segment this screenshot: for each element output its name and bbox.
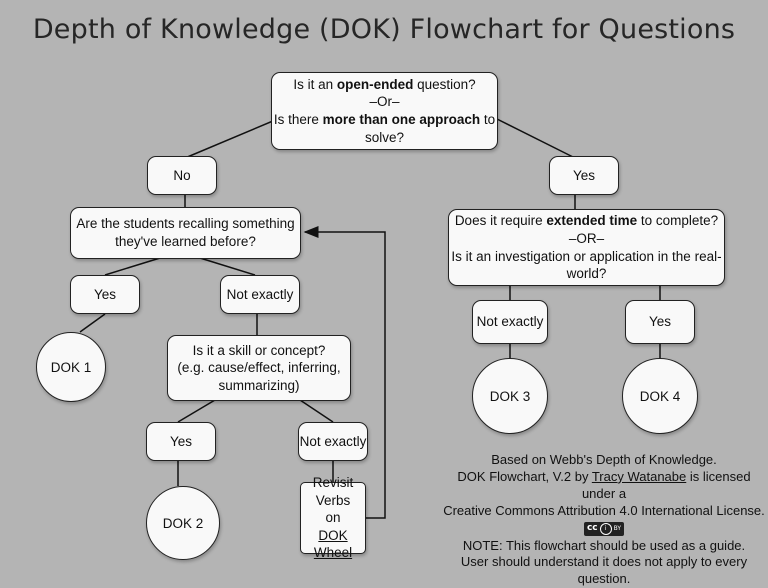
recall-question-box: Are the students recalling something the…	[70, 207, 301, 259]
recall-line-2: they've learned before?	[115, 234, 256, 249]
open-ended-line-3: Is there more than one approach to solve…	[273, 112, 496, 145]
skill-yes-box: Yes	[146, 422, 216, 461]
extended-line-3: Is it an investigation or application in…	[451, 248, 722, 282]
skill-not-exactly-box: Not exactly	[298, 422, 368, 461]
dok2-circle: DOK 2	[146, 486, 220, 560]
recall-line-1: Are the students recalling something	[76, 216, 295, 232]
skill-line-1: Is it a skill or concept?	[192, 342, 326, 358]
extended-time-question-box: Does it require extended time to complet…	[448, 209, 725, 286]
attribution-line-1: Based on Webb's Depth of Knowledge.	[491, 452, 717, 467]
dok3-circle: DOK 3	[472, 358, 548, 434]
revisit-verbs-box: Revisit Verbs on DOK Wheel	[300, 475, 366, 560]
note-line-2: User should understand it does not apply…	[460, 554, 748, 587]
attribution-block: Based on Webb's Depth of Knowledge. DOK …	[440, 452, 768, 588]
note-line-1: NOTE: This flowchart should be used as a…	[462, 537, 746, 553]
dok1-circle: DOK 1	[36, 332, 106, 402]
dok-wheel-link[interactable]: DOK Wheel	[313, 527, 353, 561]
extended-not-exactly-box: Not exactly	[472, 300, 548, 344]
skill-line-2: (e.g. cause/effect, inferring,	[177, 360, 341, 376]
open-ended-question-box: Is it an open-ended question? –Or– Is th…	[271, 72, 498, 150]
extended-line-1: Does it require extended time to complet…	[454, 213, 719, 229]
attribution-line-2: DOK Flowchart, V.2 by Tracy Watanabe is …	[457, 468, 751, 501]
recall-not-exactly-box: Not exactly	[220, 275, 300, 314]
dok4-circle: DOK 4	[622, 358, 698, 434]
author-link[interactable]: Tracy Watanabe	[591, 468, 687, 484]
extended-yes-box: Yes	[625, 300, 695, 344]
open-ended-line-1: Is it an open-ended question?	[293, 76, 476, 92]
skill-question-box: Is it a skill or concept? (e.g. cause/ef…	[167, 335, 351, 401]
skill-line-3: summarizing)	[218, 377, 300, 393]
revisit-line-2: on	[325, 510, 341, 526]
yes-box-right: Yes	[549, 156, 619, 195]
page-title: Depth of Knowledge (DOK) Flowchart for Q…	[32, 14, 736, 45]
open-ended-line-2: –Or–	[369, 94, 400, 110]
recall-yes-box: Yes	[70, 275, 140, 314]
no-box: No	[147, 156, 217, 195]
extended-line-2: –OR–	[568, 230, 605, 246]
attribution-line-3: Creative Commons Attribution 4.0 Interna…	[443, 502, 765, 518]
revisit-line-1: Revisit Verbs	[312, 475, 354, 508]
connector-lines	[79, 117, 661, 519]
